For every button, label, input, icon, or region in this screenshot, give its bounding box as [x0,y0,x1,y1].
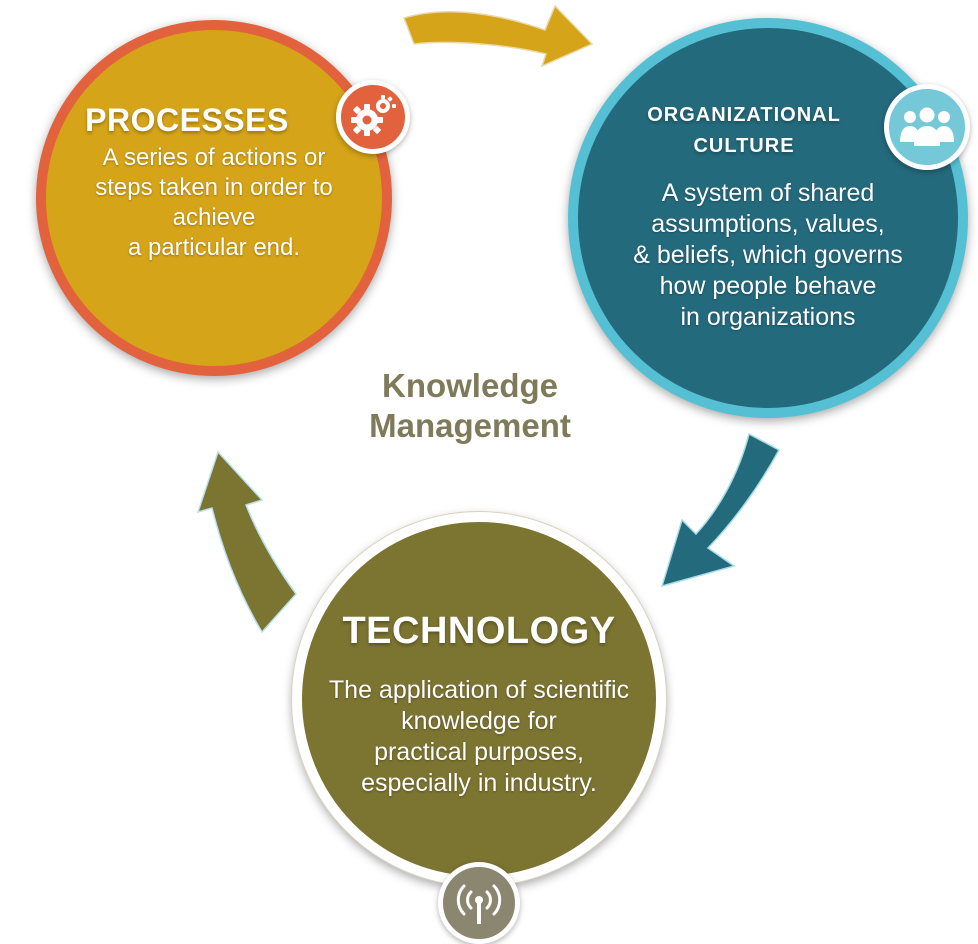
technology-title: TECHNOLOGY [342,610,616,652]
signal-tower-icon [438,862,520,944]
center-label-line1: Knowledge [381,367,558,404]
center-label-line2: Management [369,407,571,444]
culture-circle: ORGANIZATIONAL CULTURE A system of share… [568,18,968,418]
arrow-technology-to-processes [196,450,297,634]
technology-circle: TECHNOLOGY The application of scientific… [292,512,666,886]
culture-title-line2: CULTURE [693,135,795,157]
arrow-processes-to-culture [403,4,594,68]
culture-title-line1: ORGANIZATIONAL [647,104,841,126]
center-label: Knowledge Management [320,366,620,446]
arrow-culture-to-technology [660,432,781,588]
gears-icon [336,80,410,154]
people-icon [884,84,970,170]
culture-description: A system of shared assumptions, values, … [633,179,903,331]
technology-description: The application of scientific knowledge … [328,676,630,797]
processes-description: A series of actions or steps taken in or… [95,144,333,261]
processes-circle: PROCESSES A series of actions or steps t… [36,20,392,376]
processes-title: PROCESSES [85,102,289,138]
